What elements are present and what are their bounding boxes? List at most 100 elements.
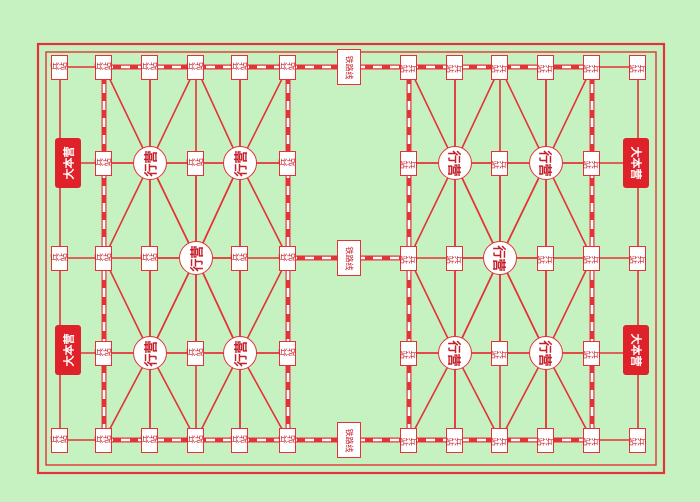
headquarters[interactable]: 大本营 xyxy=(623,138,649,188)
post-station[interactable]: 兵站 xyxy=(279,341,296,366)
camp[interactable]: 行营 xyxy=(179,241,213,275)
post-station[interactable]: 兵站 xyxy=(629,246,646,271)
post-label: 兵站 xyxy=(279,348,296,359)
camp[interactable]: 行营 xyxy=(133,146,167,180)
post-station[interactable]: 兵站 xyxy=(95,428,112,453)
railway-station[interactable]: 铁路线 xyxy=(337,422,361,458)
post-station[interactable]: 兵站 xyxy=(491,55,508,80)
post-station[interactable]: 兵站 xyxy=(279,55,296,80)
post-station[interactable]: 兵站 xyxy=(491,341,508,366)
post-station[interactable]: 兵站 xyxy=(400,428,417,453)
railway-station[interactable]: 铁路线 xyxy=(337,49,361,85)
post-station[interactable]: 兵站 xyxy=(583,428,600,453)
post-label: 兵站 xyxy=(400,253,417,264)
railway-station[interactable]: 铁路线 xyxy=(337,240,361,276)
post-station[interactable]: 兵站 xyxy=(279,428,296,453)
post-station[interactable]: 兵站 xyxy=(583,55,600,80)
post-label: 兵站 xyxy=(231,62,248,73)
post-station[interactable]: 兵站 xyxy=(400,246,417,271)
headquarters[interactable]: 大本营 xyxy=(55,325,81,375)
post-station[interactable]: 兵站 xyxy=(446,55,463,80)
post-station[interactable]: 兵站 xyxy=(95,55,112,80)
post-label: 兵站 xyxy=(187,62,204,73)
camp-label: 行营 xyxy=(536,149,552,177)
camp-label: 行营 xyxy=(144,339,160,367)
post-label: 兵站 xyxy=(279,435,296,446)
camp[interactable]: 行营 xyxy=(223,336,257,370)
camp[interactable]: 行营 xyxy=(438,146,472,180)
camp-label: 行营 xyxy=(536,339,552,367)
post-station[interactable]: 兵站 xyxy=(187,341,204,366)
diagonal-road xyxy=(408,162,456,259)
post-station[interactable]: 兵站 xyxy=(187,428,204,453)
post-station[interactable]: 兵站 xyxy=(537,246,554,271)
post-label: 兵站 xyxy=(491,62,508,73)
headquarters[interactable]: 大本营 xyxy=(623,325,649,375)
post-label: 兵站 xyxy=(537,62,554,73)
post-label: 兵站 xyxy=(95,253,112,264)
post-station[interactable]: 兵站 xyxy=(231,55,248,80)
camp-label: 行营 xyxy=(490,244,506,272)
post-label: 兵站 xyxy=(279,62,296,73)
post-station[interactable]: 兵站 xyxy=(583,341,600,366)
post-label: 兵站 xyxy=(491,348,508,359)
post-label: 兵站 xyxy=(400,435,417,446)
post-station[interactable]: 兵站 xyxy=(141,246,158,271)
post-label: 兵站 xyxy=(629,435,646,446)
post-station[interactable]: 兵站 xyxy=(491,151,508,176)
post-label: 兵站 xyxy=(583,435,600,446)
post-label: 兵站 xyxy=(491,435,508,446)
post-station[interactable]: 兵站 xyxy=(583,246,600,271)
post-label: 兵站 xyxy=(583,253,600,264)
post-label: 兵站 xyxy=(491,158,508,169)
post-label: 兵站 xyxy=(400,348,417,359)
camp[interactable]: 行营 xyxy=(133,336,167,370)
post-station[interactable]: 兵站 xyxy=(400,341,417,366)
camp[interactable]: 行营 xyxy=(223,146,257,180)
post-station[interactable]: 兵站 xyxy=(231,246,248,271)
outer-frame xyxy=(36,42,666,475)
post-station[interactable]: 兵站 xyxy=(141,55,158,80)
post-station[interactable]: 兵站 xyxy=(51,246,68,271)
post-station[interactable]: 兵站 xyxy=(141,428,158,453)
post-station[interactable]: 兵站 xyxy=(95,246,112,271)
post-station[interactable]: 兵站 xyxy=(583,151,600,176)
post-station[interactable]: 兵站 xyxy=(279,151,296,176)
post-label: 兵站 xyxy=(51,253,68,264)
post-label: 兵站 xyxy=(400,158,417,169)
post-station[interactable]: 兵站 xyxy=(279,246,296,271)
railway-label: 铁路线 xyxy=(344,55,354,79)
headquarters-label: 大本营 xyxy=(629,146,642,180)
post-station[interactable]: 兵站 xyxy=(491,428,508,453)
post-station[interactable]: 兵站 xyxy=(187,151,204,176)
post-label: 兵站 xyxy=(95,62,112,73)
camp[interactable]: 行营 xyxy=(529,146,563,180)
post-station[interactable]: 兵站 xyxy=(629,55,646,80)
post-station[interactable]: 兵站 xyxy=(187,55,204,80)
camp[interactable]: 行营 xyxy=(483,241,517,275)
post-label: 兵站 xyxy=(583,158,600,169)
post-label: 兵站 xyxy=(537,253,554,264)
post-label: 兵站 xyxy=(279,158,296,169)
post-station[interactable]: 兵站 xyxy=(446,246,463,271)
post-station[interactable]: 兵站 xyxy=(446,428,463,453)
camp[interactable]: 行营 xyxy=(529,336,563,370)
post-station[interactable]: 兵站 xyxy=(95,151,112,176)
camp[interactable]: 行营 xyxy=(438,336,472,370)
post-label: 兵站 xyxy=(583,348,600,359)
post-label: 兵站 xyxy=(187,348,204,359)
post-station[interactable]: 兵站 xyxy=(537,428,554,453)
post-station[interactable]: 兵站 xyxy=(51,428,68,453)
post-station[interactable]: 兵站 xyxy=(400,151,417,176)
post-station[interactable]: 兵站 xyxy=(95,341,112,366)
post-station[interactable]: 兵站 xyxy=(537,55,554,80)
post-station[interactable]: 兵站 xyxy=(231,428,248,453)
headquarters[interactable]: 大本营 xyxy=(55,138,81,188)
camp-label: 行营 xyxy=(144,149,160,177)
post-station[interactable]: 兵站 xyxy=(51,55,68,80)
post-station[interactable]: 兵站 xyxy=(629,428,646,453)
headquarters-label: 大本营 xyxy=(62,146,75,180)
post-station[interactable]: 兵站 xyxy=(400,55,417,80)
diagonal-road xyxy=(103,162,151,259)
diagonal-road xyxy=(545,162,593,259)
